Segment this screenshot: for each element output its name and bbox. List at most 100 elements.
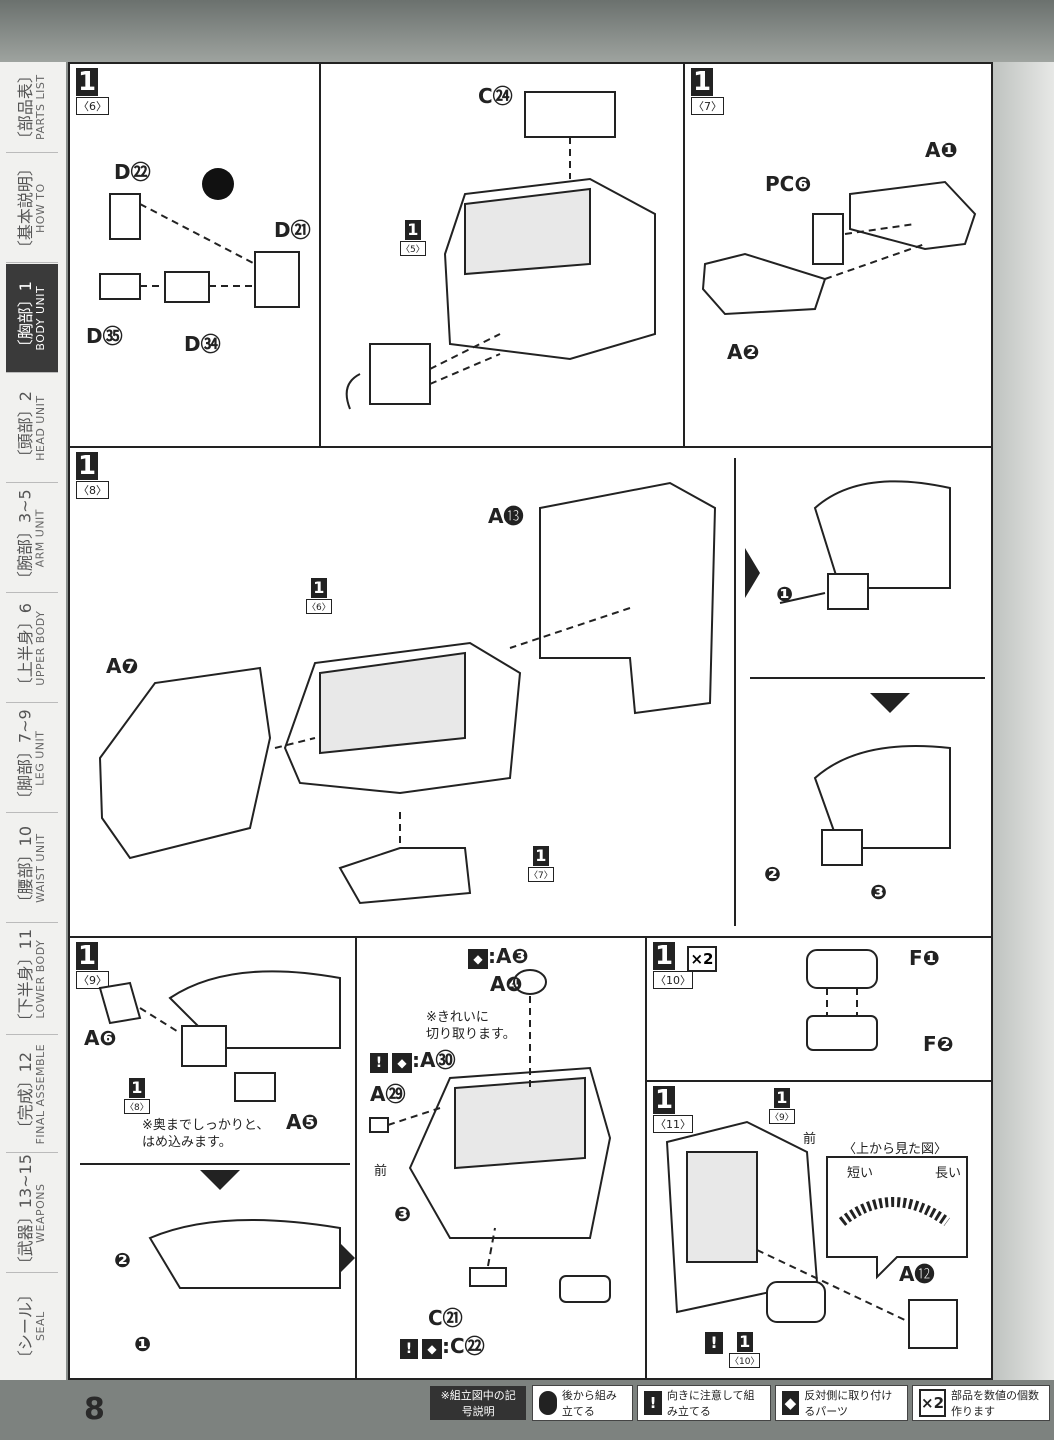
- part-label-a2: A❷: [727, 340, 760, 364]
- orientation-icon: !: [644, 1391, 662, 1415]
- mirror-part-icon: ◆: [392, 1053, 412, 1073]
- legend-text: 向きに注意して組み立てる: [666, 1389, 755, 1418]
- front-direction-label: 前: [803, 1132, 817, 1147]
- arrow-step-3: ❸: [870, 880, 887, 904]
- step-panel-10: 1〈10〉 ×2 F❶ F❷: [645, 936, 993, 1082]
- tab-label-en: LOWER BODY: [33, 939, 47, 1019]
- legend-item-back-assemble: 後から組み立てる: [532, 1385, 634, 1421]
- mirror-label-a3: ◆:A❸: [468, 944, 528, 969]
- orientation-icon: !: [400, 1339, 418, 1359]
- page-number: 8: [84, 1392, 105, 1427]
- part-label-f2: F❷: [923, 1032, 954, 1056]
- tab-label-jp: 〔脚部〕7~9: [15, 709, 35, 807]
- tab-label-en: BODY UNIT: [33, 285, 47, 351]
- legend-item-mirror: ◆反対側に取り付けるパーツ: [774, 1385, 908, 1421]
- step-panel-11: 1〈11〉 1〈9〉 前 〈上から見た図〉 短い 長い A⓬ ! 1〈10〉: [645, 1080, 993, 1380]
- tab-label-jp: 〔腕部〕3~5: [15, 489, 35, 587]
- arrow-step-2: ❷: [114, 1248, 131, 1272]
- arrow-step-1: ❶: [776, 582, 793, 606]
- instruction-note: ※奥までしっかりと、はめ込みます。: [142, 1118, 270, 1150]
- step-panel-9: 1〈9〉 A❻ A❺ 1〈8〉 ※奥までしっかりと、はめ込みます。: [68, 936, 647, 1380]
- mirror-label-a30: !◆:A㉚: [370, 1044, 455, 1073]
- short-side-label: 短い: [847, 1166, 874, 1181]
- back-assemble-icon: [539, 1391, 557, 1415]
- arrow-step-1: ❶: [134, 1332, 151, 1356]
- part-label-d34: D㉞: [184, 332, 221, 356]
- step-number: 1〈8〉: [76, 451, 109, 499]
- mirror-part-icon: ◆: [468, 949, 488, 969]
- tab-label-en: HEAD UNIT: [33, 395, 47, 461]
- next-page-edge: [993, 62, 1054, 1380]
- mirror-label-c22: !◆:C㉒: [400, 1330, 485, 1359]
- part-label-a6: A❻: [84, 1026, 117, 1050]
- step-reference: 1〈6〉: [306, 578, 332, 614]
- part-label-f1: F❶: [909, 946, 940, 970]
- part-label-c24: C㉔: [478, 84, 513, 108]
- step-number: 1〈10〉: [653, 941, 693, 989]
- assembly-illustration-10: [806, 949, 878, 1051]
- part-label-a4: A❹: [490, 972, 523, 996]
- tab-label-en: PARTS LIST: [33, 74, 47, 140]
- part-label-a7: A❼: [106, 654, 139, 678]
- arrow-step-2: ❷: [764, 862, 781, 886]
- header-decoration-band: [0, 0, 1054, 62]
- part-label-d21: D㉑: [274, 218, 311, 242]
- legend-text: 反対側に取り付けるパーツ: [804, 1389, 893, 1418]
- step-number: 1〈7〉: [691, 67, 724, 115]
- part-label-a5: A❺: [286, 1110, 319, 1134]
- step-reference: 1〈10〉: [729, 1332, 761, 1368]
- mirror-part-icon: ◆: [422, 1339, 442, 1359]
- tab-label-en: WEAPONS: [33, 1183, 47, 1243]
- tab-label-en: HOW TO: [33, 183, 47, 233]
- legend-item-orientation: !向きに注意して組み立てる: [637, 1385, 771, 1421]
- step-number: 1〈11〉: [653, 1085, 693, 1133]
- tab-label-en: LEG UNIT: [33, 730, 47, 786]
- part-label-d35: D㉟: [86, 324, 123, 348]
- orientation-reference: ! 1〈10〉: [705, 1332, 761, 1368]
- tab-label-jp: 〔腰部〕10: [15, 825, 35, 911]
- step-reference: 1〈7〉: [528, 846, 554, 882]
- tab-label-jp: 〔下半身〕11: [15, 928, 35, 1030]
- symbol-legend: ※組立図中の記号説明 後から組み立てる !向きに注意して組み立てる ◆反対側に取…: [430, 1384, 1054, 1422]
- part-label-a1: A❶: [925, 138, 958, 162]
- tab-label-jp: 〔基本説明〕: [15, 159, 35, 257]
- arrow-step-3: ❸: [394, 1202, 411, 1226]
- long-side-label: 長い: [935, 1166, 962, 1181]
- orientation-icon: !: [705, 1332, 723, 1354]
- legend-text: 部品を数値の個数作ります: [951, 1389, 1040, 1418]
- instruction-page: 1〈6〉 D㉒ D㉑ D㉟ D㉞ C㉔ 1〈5〉: [68, 62, 993, 1380]
- tab-parts-list[interactable]: 〔部品表〕PARTS LIST: [6, 62, 58, 153]
- assembly-illustration-9: [80, 938, 612, 1378]
- step-reference: 1〈5〉: [400, 220, 426, 256]
- legend-text: 後から組み立てる: [561, 1389, 617, 1418]
- tab-seal[interactable]: 〔シール〕SEAL: [6, 1274, 58, 1378]
- assembly-illustration-8: [98, 458, 985, 926]
- mirror-part-icon: ◆: [781, 1391, 800, 1415]
- orientation-icon: !: [370, 1053, 388, 1073]
- front-direction-label: 前: [374, 1164, 388, 1179]
- tab-label-jp: 〔胸部〕1: [15, 280, 35, 356]
- top-view-caption: 〈上から見た図〉: [843, 1142, 948, 1157]
- part-label-d22: D㉒: [114, 160, 151, 184]
- tab-label-en: ARM UNIT: [33, 508, 47, 568]
- step-panel-7: 1〈7〉 A❶ PC❻ A❷: [683, 62, 993, 448]
- part-label-a29: A㉙: [370, 1082, 406, 1106]
- tab-label-jp: 〔上半身〕6: [15, 602, 35, 694]
- tab-label-en: SEAL: [33, 1311, 47, 1341]
- multiply-icon: ×2: [919, 1389, 947, 1417]
- assembly-illustration-6: [99, 64, 656, 446]
- part-label-c21: C㉑: [428, 1306, 463, 1330]
- step-panel-8: 1〈8〉 A⓭ A❼ 1〈6〉 1〈7〉: [68, 446, 993, 938]
- legend-title: ※組立図中の記号説明: [430, 1386, 527, 1420]
- tab-how-to[interactable]: 〔基本説明〕HOW TO: [6, 154, 58, 263]
